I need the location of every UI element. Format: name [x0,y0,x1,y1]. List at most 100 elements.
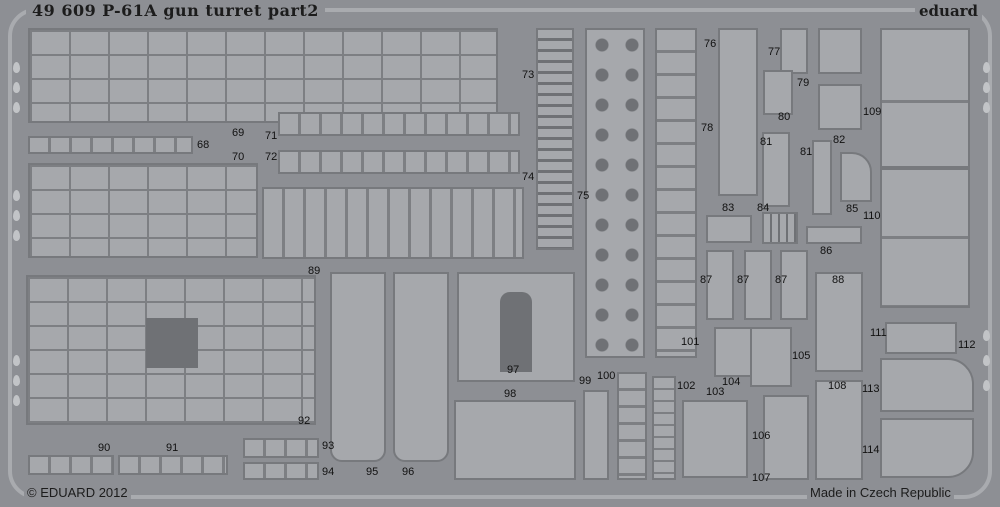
part-87c [780,250,808,320]
part-label: 101 [681,336,700,348]
part-label: 109 [863,106,882,118]
part-114 [880,418,974,478]
part-label: 68 [197,139,210,151]
part-108 [815,380,863,480]
part-96 [393,272,449,462]
part-label: 98 [504,388,517,400]
sprue-drop [13,210,20,221]
part-81b [812,140,832,215]
part-101 [655,28,697,358]
part-80 [763,70,793,115]
part-94 [243,462,319,480]
sprue-drop [13,102,20,113]
part-label: 77 [768,46,781,58]
part-83 [706,215,752,243]
sprue-drop [13,355,20,366]
part-103 [682,400,748,478]
part-111-112 [885,322,957,354]
sprue-drop [983,355,990,366]
part-label: 91 [166,442,179,454]
part-label: 108 [828,380,847,392]
part-109 [880,28,970,168]
part-label: 100 [597,370,616,382]
part-68 [28,136,193,154]
part-104 [714,327,752,377]
sprue-drop [983,380,990,391]
part-95 [330,272,386,462]
part-89-window [146,318,198,368]
part-label: 113 [862,383,880,395]
fret-frame [8,8,992,499]
origin-text: Made in Czech Republic [807,485,954,500]
part-label: 102 [677,380,696,392]
copyright-text: © EDUARD 2012 [24,485,131,500]
part-75 [585,28,645,358]
sprue-drop [983,102,990,113]
part-99 [583,390,609,480]
part-label: 99 [579,375,592,387]
part-label: 74 [522,171,535,183]
sprue-drop [983,330,990,341]
part-label: 75 [577,190,590,202]
part-110 [880,168,970,308]
part-label: 87 [700,274,713,286]
part-label: 93 [322,440,335,452]
part-85 [840,152,872,202]
sprue-drop [13,190,20,201]
part-label: 84 [757,202,770,214]
part-label: 81 [800,146,813,158]
part-label: 85 [846,203,859,215]
part-69 [28,28,498,123]
part-88 [815,272,863,372]
sprue-drop [983,62,990,73]
part-label: 73 [522,69,535,81]
part-label: 111 [870,327,887,339]
part-87a [706,250,734,320]
part-label: 71 [265,130,278,142]
part-label: 96 [402,466,415,478]
part-label: 92 [298,415,311,427]
part-label: 103 [706,386,725,398]
part-87b [744,250,772,320]
sheet-title: 49 609 P-61A gun turret part2 [26,1,325,20]
part-93 [243,438,319,458]
part-82-top [818,28,862,74]
part-label: 81 [760,136,773,148]
part-90 [28,455,114,475]
part-89-plate [262,187,524,259]
part-label: 89 [308,265,321,277]
part-label: 114 [862,444,880,456]
part-97-slot [500,292,532,372]
sprue-drop [13,62,20,73]
sprue-drop [983,82,990,93]
part-label: 94 [322,466,335,478]
part-76 [718,28,758,196]
sprue-drop [13,375,20,386]
part-89 [26,275,316,425]
part-102 [652,376,676,480]
part-label: 112 [958,339,976,351]
part-72 [278,150,520,174]
part-label: 87 [775,274,788,286]
part-label: 104 [722,376,741,388]
part-label: 105 [792,350,811,362]
part-77 [780,28,808,74]
part-106 [763,395,809,480]
part-73 [536,28,574,250]
sprue-drop [13,82,20,93]
part-label: 70 [232,151,245,163]
part-label: 76 [704,38,717,50]
part-label: 78 [701,122,714,134]
part-label: 87 [737,274,750,286]
part-label: 106 [752,430,771,442]
part-84 [762,212,798,244]
part-label: 86 [820,245,833,257]
part-label: 97 [507,364,520,376]
brand-logo: eduard [915,2,983,20]
part-label: 107 [752,472,771,484]
part-98 [454,400,576,480]
sprue-drop [13,395,20,406]
part-label: 110 [863,210,881,222]
part-label: 69 [232,127,245,139]
part-71 [278,112,520,136]
